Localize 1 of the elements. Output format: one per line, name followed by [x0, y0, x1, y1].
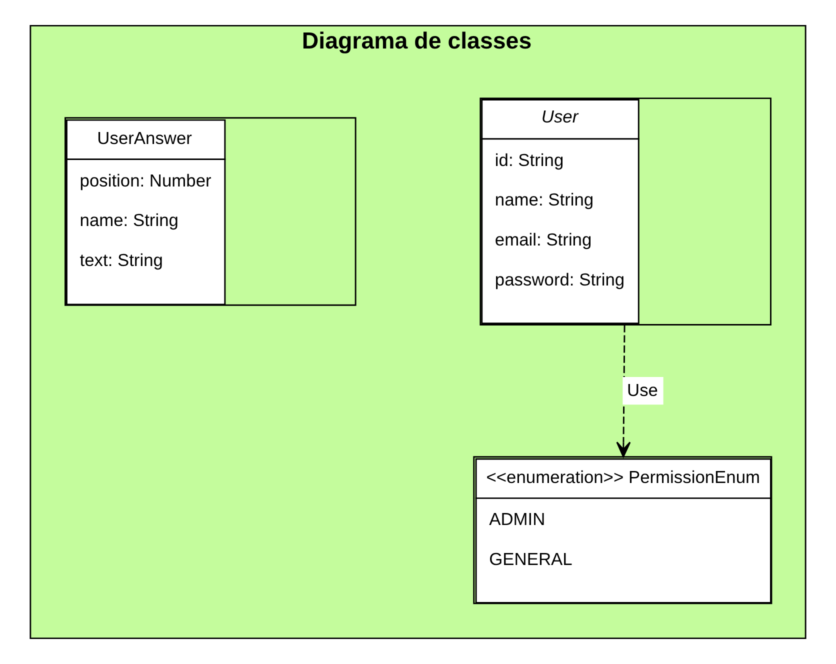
edge-label: Use [627, 380, 658, 400]
